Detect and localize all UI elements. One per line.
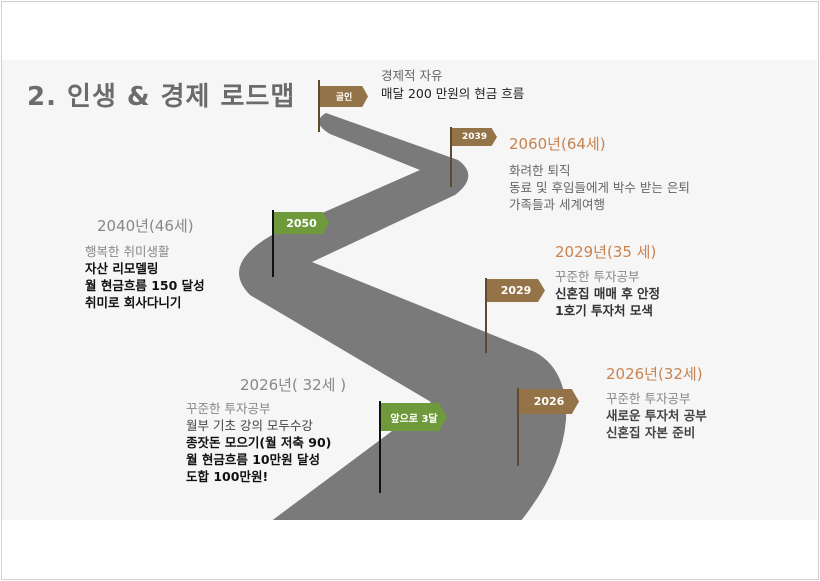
milestone-2029-line: 신혼집 매매 후 안정 bbox=[555, 286, 661, 301]
goal-line-1: 경제적 자유 bbox=[381, 68, 443, 83]
milestone-2029-line: 꾸준한 투자공부 bbox=[555, 269, 640, 284]
milestone-2060-line: 화려한 퇴직 bbox=[509, 163, 571, 178]
milestone-2029-line: 1호기 투자처 모색 bbox=[555, 303, 653, 318]
milestone-2026-right-line: 새로운 투자처 공부 bbox=[606, 408, 707, 423]
milestone-2026-left-line: 도합 100만원! bbox=[186, 469, 269, 484]
flag-2050-label: 2050 bbox=[274, 212, 329, 234]
flag-3-months-label: 앞으로 3달 bbox=[381, 403, 447, 431]
flag-pole bbox=[450, 127, 452, 187]
flag-goal-label: 골인 bbox=[320, 86, 368, 107]
flag-pole bbox=[272, 210, 274, 277]
milestone-2040-year: 2040년(46세) bbox=[97, 217, 194, 235]
milestone-2026-left-line: 월 현금흐름 10만원 달성 bbox=[186, 452, 320, 467]
milestone-2060-year: 2060년(64세) bbox=[509, 135, 606, 153]
flag-pole bbox=[485, 278, 487, 353]
slide bbox=[2, 60, 817, 520]
flag-2039-label: 2039 bbox=[452, 128, 497, 146]
milestone-2026-left-line: 월부 기초 강의 모두수강 bbox=[186, 418, 313, 433]
milestone-2060-line: 동료 및 후임들에게 박수 받는 은퇴 bbox=[509, 180, 690, 195]
flag-pole bbox=[379, 401, 381, 493]
page-title: 2. 인생 & 경제 로드맵 bbox=[27, 82, 296, 112]
milestone-2026-right-line: 신혼집 자본 준비 bbox=[606, 425, 696, 440]
milestone-2040-line: 취미로 회사다니기 bbox=[85, 295, 182, 310]
milestone-2040-line: 자산 리모델링 bbox=[85, 261, 159, 276]
flag-pole bbox=[318, 80, 320, 132]
goal-line-2: 매달 200 만원의 현금 흐름 bbox=[381, 86, 525, 101]
flag-pole bbox=[517, 388, 519, 466]
milestone-2029-year: 2029년(35 세) bbox=[555, 243, 657, 261]
milestone-2026-left-line: 종잣돈 모으기(월 저축 90) bbox=[186, 435, 332, 450]
milestone-2026-right-year: 2026년(32세) bbox=[606, 365, 703, 383]
milestone-2040-line: 월 현금흐름 150 달성 bbox=[85, 278, 205, 293]
milestone-2060-line: 가족들과 세계여행 bbox=[509, 197, 605, 212]
milestone-2026-left-line: 꾸준한 투자공부 bbox=[186, 401, 271, 416]
milestone-2026-right-line: 꾸준한 투자공부 bbox=[606, 391, 691, 406]
milestone-2026-left-year: 2026년( 32세 ) bbox=[240, 376, 347, 394]
flag-2026-label: 2026 bbox=[519, 389, 579, 414]
flag-2029-label: 2029 bbox=[487, 279, 545, 302]
milestone-2040-line: 행복한 취미생활 bbox=[85, 244, 170, 259]
